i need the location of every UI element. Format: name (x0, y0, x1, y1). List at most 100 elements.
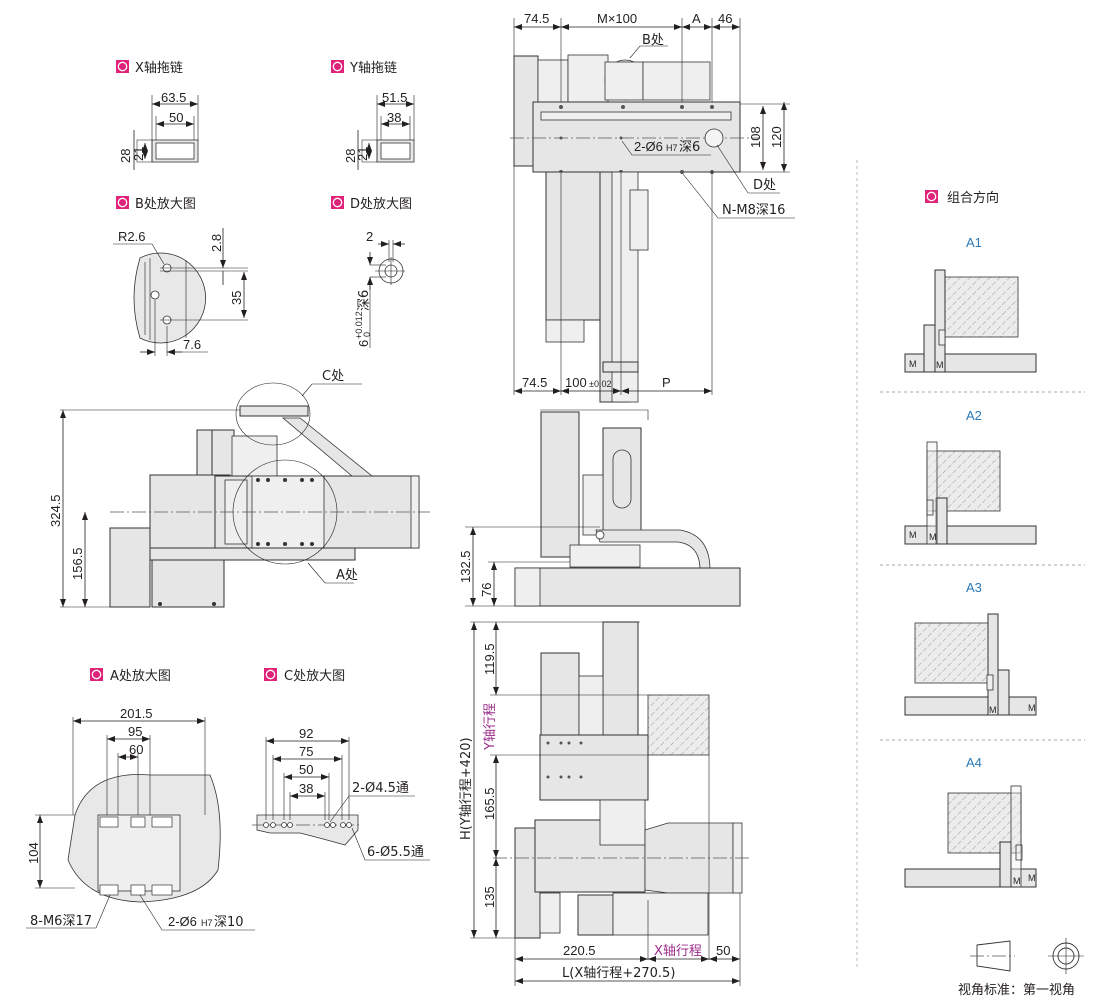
dim-132: 132.5 (458, 550, 473, 583)
projection-symbol: 视角标准：第一视角 (958, 938, 1084, 998)
top-view: 74.5 M×100 A 46 108 120 B处 2-Ø6 H7 深6 D处… (510, 11, 795, 403)
dim-right-w: 50 (716, 943, 730, 958)
dim-50: 50 (299, 762, 313, 777)
option-a4: A4 M M (904, 755, 1037, 888)
motor-icon: M (929, 532, 937, 542)
callout-a: A处 (336, 568, 358, 583)
option-label: A1 (966, 235, 982, 250)
bullet-icon (331, 60, 344, 73)
dim-bottom-tol: ±0.02 (589, 379, 611, 389)
dim-x-stroke: X轴行程 (654, 944, 702, 959)
y-chain-section: Y轴拖链 51.5 38 28 21 (331, 60, 415, 170)
dim-pitch-60: 60 (129, 742, 143, 757)
tap-note: 8-M6深17 (30, 914, 92, 929)
hole (150, 290, 160, 300)
dim-pitch-95: 95 (128, 724, 142, 739)
option-a1: A1 M M (904, 235, 1037, 373)
front-view: 132.5 76 (458, 409, 741, 607)
side-view: 324.5 156.5 C处 A处 (48, 369, 430, 608)
section-title: Y轴拖链 (349, 61, 397, 76)
hole-note-small: 2-Ø4.5通 (352, 781, 409, 796)
c-bracket (239, 405, 309, 417)
y-motor (540, 411, 580, 558)
detail-c-section: C处放大图 92 75 50 38 2-Ø4.5通 6-Ø5.5通 (252, 668, 430, 861)
detail-b-section: B处放大图 R2.6 2.8 35 7.6 (113, 196, 248, 356)
x-chain-section: X轴拖链 63.5 50 28 21 (116, 60, 199, 170)
datum-hole-d (704, 128, 724, 148)
dim-outer-width: 51.5 (382, 90, 407, 105)
combination-section: 组合方向 A1 M M A2 M M A3 (880, 190, 1085, 888)
dim-bottom-pitch: 100 (565, 375, 587, 390)
svg-text:2-Ø6: 2-Ø6 (168, 914, 197, 929)
dim-center-height: 156.5 (70, 547, 85, 580)
dim-right: 46 (718, 11, 732, 26)
dim-top: 119.5 (482, 643, 497, 675)
dim-offset-top: 2.8 (209, 234, 224, 252)
callout-d: D处 (753, 178, 776, 193)
dim-outer-height: 28 (118, 149, 133, 163)
cone-view-icon (970, 940, 1015, 972)
dim-38: 38 (299, 781, 313, 796)
motor-icon: M (936, 360, 944, 370)
motor-icon: M (1013, 876, 1021, 886)
workpiece-region (647, 694, 710, 756)
motor-icon: M (1028, 873, 1036, 883)
view-standard-label: 视角标准：第一视角 (958, 983, 1075, 998)
dim-bottom-p: P (662, 375, 671, 390)
dim-total-l: L(X轴行程+270.5) (562, 966, 675, 981)
svg-text:深6: 深6 (357, 290, 372, 311)
bullet-icon (116, 196, 129, 209)
detail-circle (133, 252, 206, 344)
callout-tap: N-M8深16 (722, 203, 785, 218)
section-title: 组合方向 (947, 190, 999, 206)
dim-inner-height: 21 (355, 147, 370, 161)
dim-hole-tolerance: 6 +0.012 0 深6 (354, 290, 372, 347)
callout-c: C处 (322, 369, 344, 384)
svg-text:6: 6 (356, 340, 371, 347)
dim-left: 74.5 (524, 11, 549, 26)
dim-outer-width: 63.5 (161, 90, 186, 105)
section-title: B处放大图 (135, 197, 196, 212)
svg-text:H7: H7 (666, 143, 678, 153)
dim-76: 76 (479, 583, 494, 597)
option-a3: A3 M M (904, 580, 1037, 716)
dim-bottom-left: 74.5 (522, 375, 547, 390)
circle-view-icon (1048, 938, 1084, 974)
svg-text:深10: 深10 (214, 915, 244, 930)
option-a2: A2 M M (904, 408, 1037, 545)
svg-text:+0.012: +0.012 (354, 311, 364, 339)
dim-radius: R2.6 (118, 229, 145, 244)
dim-pitch: 35 (229, 291, 244, 305)
dim-overall: 201.5 (120, 706, 153, 721)
dim-bottom: 135 (482, 886, 497, 908)
plan-view: H(Y轴行程+420) 119.5 Y轴行程 165.5 135 220.5 X… (459, 621, 750, 986)
bullet-icon (90, 668, 103, 681)
dim-y-stroke: Y轴行程 (483, 703, 498, 751)
bullet-icon (925, 190, 938, 203)
callout-circle-c (235, 382, 311, 446)
dim-outer-height: 28 (343, 149, 358, 163)
option-label: A4 (966, 755, 982, 770)
motor-icon: M (989, 705, 997, 715)
pin-note: 2-Ø6 H7 深10 (168, 914, 244, 930)
dim-108: 108 (748, 126, 763, 148)
svg-text:0: 0 (362, 332, 372, 337)
detail-d-section: D处放大图 2 6 +0.012 0 深6 (331, 196, 412, 348)
motor-icon: M (1028, 703, 1036, 713)
callout-b: B处 (642, 33, 664, 48)
dim-offset-side: 7.6 (183, 337, 201, 352)
svg-text:深6: 深6 (679, 140, 700, 155)
dim-total-h: H(Y轴行程+420) (459, 737, 474, 840)
x-axis-front (514, 567, 741, 607)
option-label: A3 (966, 580, 982, 595)
bullet-icon (264, 668, 277, 681)
callout-pin: 2-Ø6 H7 深6 (634, 139, 700, 155)
section-title: X轴拖链 (135, 61, 183, 76)
motor-icon: M (909, 359, 917, 369)
detail-a-section: A处放大图 201.5 95 60 104 8-M6深17 2-Ø6 H7 深1… (26, 668, 255, 931)
section-title: A处放大图 (110, 669, 171, 684)
y-axis-body (545, 171, 601, 321)
dim-inner-width: 38 (387, 110, 401, 125)
dim-pitch: M×100 (597, 11, 637, 26)
dim-left-w: 220.5 (563, 943, 596, 958)
